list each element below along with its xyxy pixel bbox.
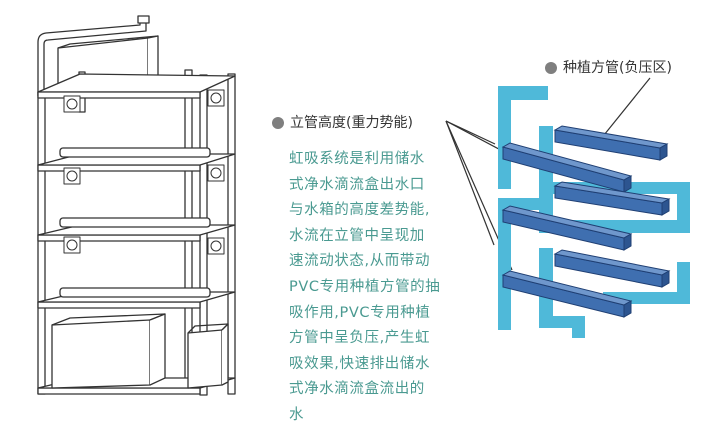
square-planting-pipes: [501, 125, 671, 318]
siphon-description: 虹吸系统是利用储水 式净水滴流盒出水口 与水箱的高度差势能, 水流在立管中呈现加…: [289, 147, 479, 429]
description-line: 式净水滴流盒出水口: [289, 176, 425, 193]
square-pipe-4: [501, 205, 633, 251]
description-line: 吸效果,快速排出储水: [289, 355, 431, 372]
bottom-water-tank: [51, 313, 166, 389]
description-line: PVC专用种植方管的抽: [289, 278, 441, 295]
description-line: 与水箱的高度差势能,: [289, 202, 431, 219]
planting-trays: [59, 147, 211, 298]
standpipe-label: 立管高度(重力势能): [290, 115, 413, 131]
rack-standpipe: [37, 15, 150, 96]
planting-rack: [37, 15, 236, 396]
description-line: 水流在立管中呈现加: [289, 227, 425, 244]
rack-fans: [63, 89, 225, 255]
bottom-small-box: [187, 323, 229, 389]
standpipe-label-bullet: [272, 117, 284, 129]
description-line: 水: [289, 406, 305, 423]
description-line: 方管中呈负压,产生虹: [289, 330, 431, 347]
description-line: 虹吸系统是利用储水: [289, 151, 425, 167]
pipe-label-bullet: [545, 62, 557, 74]
square-pipe-3: [553, 181, 671, 216]
pipe-label: 种植方管(负压区): [563, 60, 672, 76]
square-pipe-1: [553, 125, 669, 161]
description-line: 吸作用,PVC专用种植: [289, 304, 431, 321]
square-pipe-5: [553, 249, 671, 288]
description-line: 式净水滴流盒流出的: [289, 381, 425, 398]
description-line: 速流动状态,从而带动: [289, 253, 431, 270]
square-pipe-6: [501, 270, 633, 318]
